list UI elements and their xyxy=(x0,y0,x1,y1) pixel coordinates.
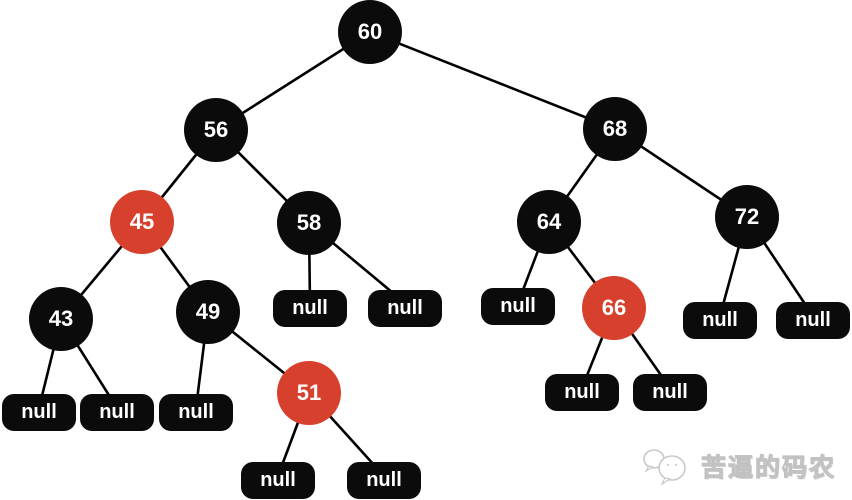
null-leaf-43-right: null xyxy=(80,394,154,431)
tree-node-43: 43 xyxy=(29,287,93,351)
null-leaf-64-left: null xyxy=(481,288,555,325)
watermark-text: 苦逼的码农 xyxy=(700,454,836,483)
null-leaf-72-left: null xyxy=(683,302,757,339)
wechat-icon xyxy=(643,449,686,486)
tree-node-60: 60 xyxy=(338,0,402,64)
null-leaf-72-right: null xyxy=(776,302,850,339)
null-leaf-58-left: null xyxy=(273,290,347,327)
tree-node-56: 56 xyxy=(184,98,248,162)
null-leaf-49-left: null xyxy=(159,394,233,431)
tree-node-58: 58 xyxy=(277,191,341,255)
null-leaf-66-right: null xyxy=(633,374,707,411)
null-leaf-66-left: null xyxy=(545,374,619,411)
edge-60-68 xyxy=(369,30,616,131)
tree-node-68: 68 xyxy=(583,97,647,161)
tree-node-64: 64 xyxy=(517,190,581,254)
null-leaf-51-right: null xyxy=(347,462,421,499)
tree-node-66: 66 xyxy=(582,276,646,340)
null-leaf-51-left: null xyxy=(241,462,315,499)
null-leaf-58-right: null xyxy=(368,290,442,327)
null-leaf-43-left: null xyxy=(2,394,76,431)
tree-node-51: 51 xyxy=(277,361,341,425)
watermark: 苦逼的码农 xyxy=(641,446,836,486)
tree-node-72: 72 xyxy=(715,185,779,249)
tree-node-45: 45 xyxy=(110,190,174,254)
tree-node-49: 49 xyxy=(176,280,240,344)
